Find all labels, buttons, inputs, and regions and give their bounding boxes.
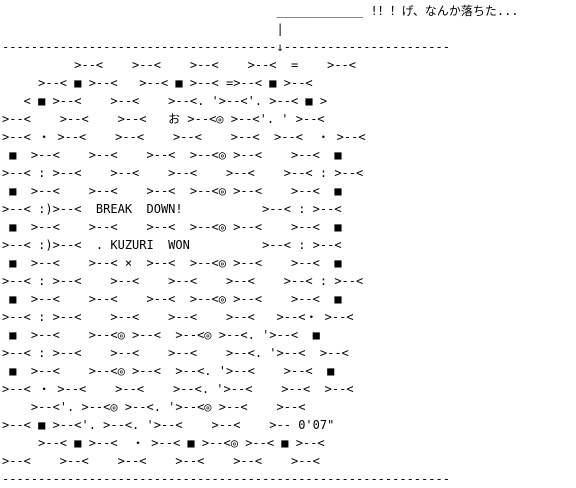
art-line: ----------------------------------------… <box>2 472 450 486</box>
art-line: < ■ >--< >--< >--<. '>--<'. >--< ■ > <box>2 94 328 108</box>
art-line: >--< >--< >--< >--< = >--< <box>2 58 357 72</box>
art-line: >--< ・ >--< >--< >--<. '>--< >--< >--< <box>2 382 354 396</box>
art-line: >--< ・ >--< >--< >--< >--< >--< ・ >--< <box>2 130 366 144</box>
art-line: >--< : >--< >--< >--< >--< >--< : >--< <box>2 166 364 180</box>
art-line: ■ >--< >--< >--< >--<◎ >--< >--< ■ <box>2 220 342 234</box>
game-screen: ____________ !！！げ、なんか落ちた... | ----------… <box>2 4 519 486</box>
art-line: ■ >--< >--<◎ >--< >--<◎ >--<. '>--< ■ <box>2 328 320 342</box>
art-line: >--< : >--< >--< >--< >--<. '>--< >--< <box>2 346 349 360</box>
art-line: ■ >--< >--< >--< >--<◎ >--< >--< ■ <box>2 184 342 198</box>
art-line: >--< ■ >--< ・ >--< ■ >--<◎ >--< ■ >--< <box>2 436 325 450</box>
art-line: >--< >--< >--< お >--<◎ >--<'. ' >--< <box>2 112 325 126</box>
art-line: | <box>2 22 284 36</box>
art-line: >--< >--< >--< >--< >--< >--< <box>2 454 320 468</box>
art-line: >--< : >--< >--< >--< >--< >--< : >--< <box>2 274 364 288</box>
art-line: --------------------------------------↓-… <box>2 40 450 54</box>
art-line: >--< :)>--< BREAK DOWN! >--< : >--< <box>2 202 342 216</box>
art-line: ■ >--< >--< >--< >--<◎ >--< >--< ■ <box>2 148 342 162</box>
art-line: ____________ !！！げ、なんか落ちた... <box>2 4 519 18</box>
art-line: ■ >--< >--< × >--< >--<◎ >--< >--< ■ <box>2 256 342 270</box>
art-line: >--< :)>--< . KUZURI WON >--< : >--< <box>2 238 342 252</box>
art-line: >--< : >--< >--< >--< >--< >--<・ >--< <box>2 310 354 324</box>
art-line: ■ >--< >--< >--< >--<◎ >--< >--< ■ <box>2 292 342 306</box>
art-line: ■ >--< >--<◎ >--< >--<. '>--< >--< ■ <box>2 364 335 378</box>
art-line: >--< ■ >--<'. >--<. '>--< >--< >-- 0'07" <box>2 418 335 432</box>
art-line: >--< ■ >--< >--< ■ >--< =>--< ■ >--< <box>2 76 313 90</box>
art-line: >--<'. >--<◎ >--<. '>--<◎ >--< >--< <box>2 400 306 414</box>
ascii-art-board: ____________ !！！げ、なんか落ちた... | ----------… <box>2 2 519 488</box>
